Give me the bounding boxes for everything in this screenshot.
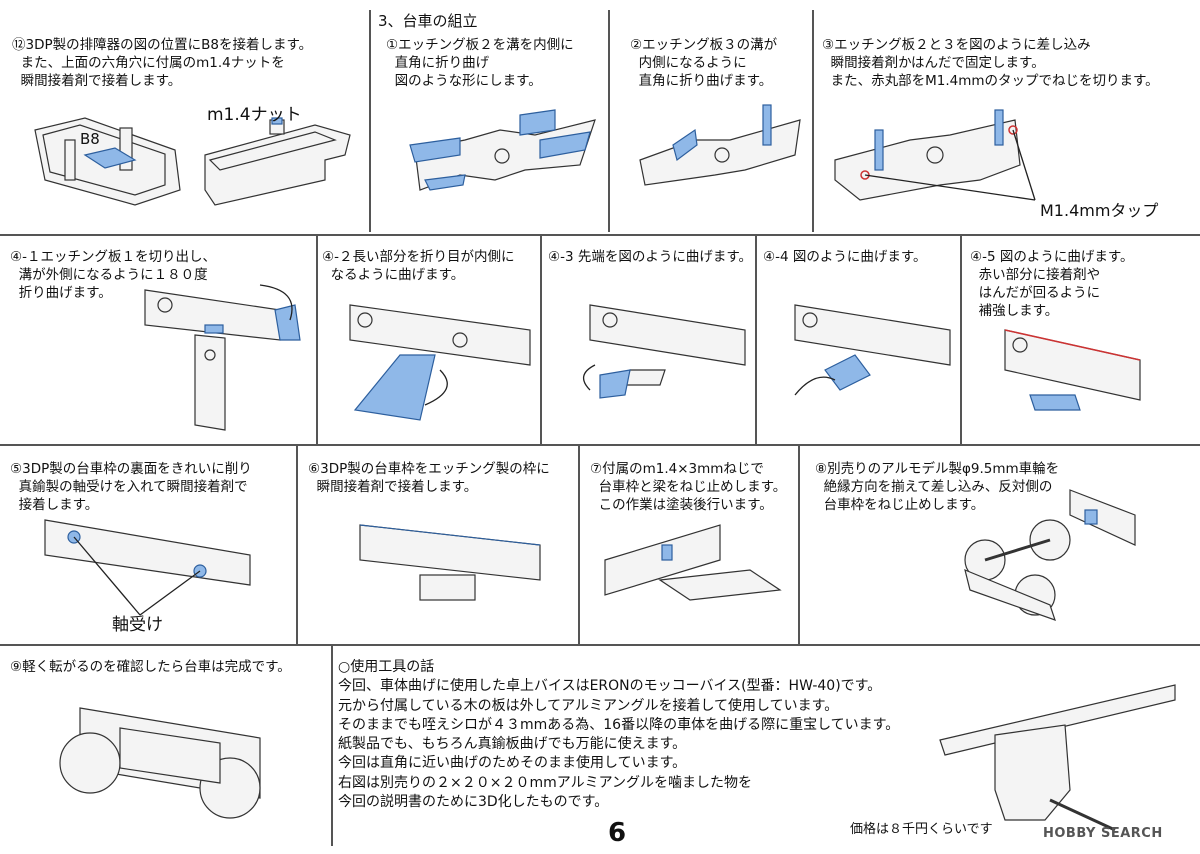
divider [0, 234, 1200, 236]
divider [960, 236, 962, 444]
step-9-text: ⑨軽く転がるのを確認したら台車は完成です。 [10, 659, 291, 675]
divider [316, 236, 318, 444]
step-3-2-illustration [639, 104, 801, 186]
divider [296, 446, 298, 644]
step-4-2-text: ④-２長い部分を折り目が内側に なるように曲げます。 [322, 249, 515, 283]
divider [608, 10, 610, 232]
step-4-2-illustration [349, 304, 531, 421]
step-6-illustration [359, 524, 541, 601]
step-5-text: ⑤3DP製の台車枠の裏面をきれいに削り 真鍮製の軸受けを入れて瞬間接着剤で 接着… [10, 461, 252, 513]
price-note: 価格は８千円くらいです [850, 822, 993, 837]
step-4-4-text: ④-4 図のように曲げます。 [763, 249, 927, 265]
watermark-logo: HOBBY SEARCH [1043, 826, 1163, 841]
vise-illustration [939, 684, 1176, 832]
step-4-3-text: ④-3 先端を図のように曲げます。 [548, 249, 753, 265]
tools-text: ○使用工具の話 今回、車体曲げに使用した卓上バイスはERONのモッコーバイス(型… [338, 659, 900, 811]
divider [331, 646, 333, 846]
step-12-illustration [34, 117, 351, 206]
divider [578, 446, 580, 644]
step-9-illustration [59, 707, 261, 819]
step-4-3-illustration [583, 304, 746, 399]
step-8-illustration [964, 489, 1136, 621]
step-7-text: ⑦付属のm1.4×3mmねじで 台車枠と梁をねじ止めします。 この作業は塗装後行… [590, 461, 787, 513]
step-3-1-illustration [409, 109, 596, 191]
section-3-title: 3、台車の組立 [378, 12, 478, 30]
step-3-1-text: ①エッチング板２を溝を内側に 直角に折り曲げ 図のような形にします。 [386, 37, 574, 89]
divider [812, 10, 814, 232]
step-8-text: ⑧別売りのアルモデル製φ9.5mm車輪を 絶縁方向を揃えて差し込み、反対側の 台… [815, 461, 1060, 513]
step-12-text: ⑫3DP製の排障器の図の位置にB8を接着します。 また、上面の六角穴に付属のm1… [12, 37, 313, 89]
step-4-5-illustration [1004, 329, 1141, 411]
step-6-text: ⑥3DP製の台車枠をエッチング製の枠に 瞬間接着剤で接着します。 [308, 461, 550, 495]
label-bearing: 軸受け [112, 615, 163, 635]
step-4-1-illustration [144, 284, 301, 431]
divider [540, 236, 542, 444]
step-5-illustration [44, 519, 251, 616]
page-number: 6 [608, 818, 627, 848]
label-nut: m1.4ナット [207, 105, 302, 125]
divider [798, 446, 800, 644]
divider [755, 236, 757, 444]
step-7-illustration [604, 524, 782, 601]
step-4-1-text: ④-１エッチング板１を切り出し、 溝が外側になるように１８０度 折り曲げます。 [10, 249, 216, 301]
label-tap: M1.4mmタップ [1040, 201, 1159, 220]
divider [0, 444, 1200, 446]
step-3-3-text: ③エッチング板２と３を図のように差し込み 瞬間接着剤かはんだで固定します。 また… [822, 37, 1159, 89]
step-3-3-illustration [834, 109, 1036, 201]
label-b8: B8 [80, 130, 100, 148]
step-4-5-text: ④-5 図のように曲げます。 赤い部分に接着剤や はんだが回るように 補強します… [970, 249, 1134, 319]
divider [0, 644, 1200, 646]
step-3-2-text: ②エッチング板３の溝が 内側になるように 直角に折り曲げます。 [630, 37, 778, 89]
step-4-4-illustration [794, 304, 951, 396]
divider [369, 10, 371, 232]
